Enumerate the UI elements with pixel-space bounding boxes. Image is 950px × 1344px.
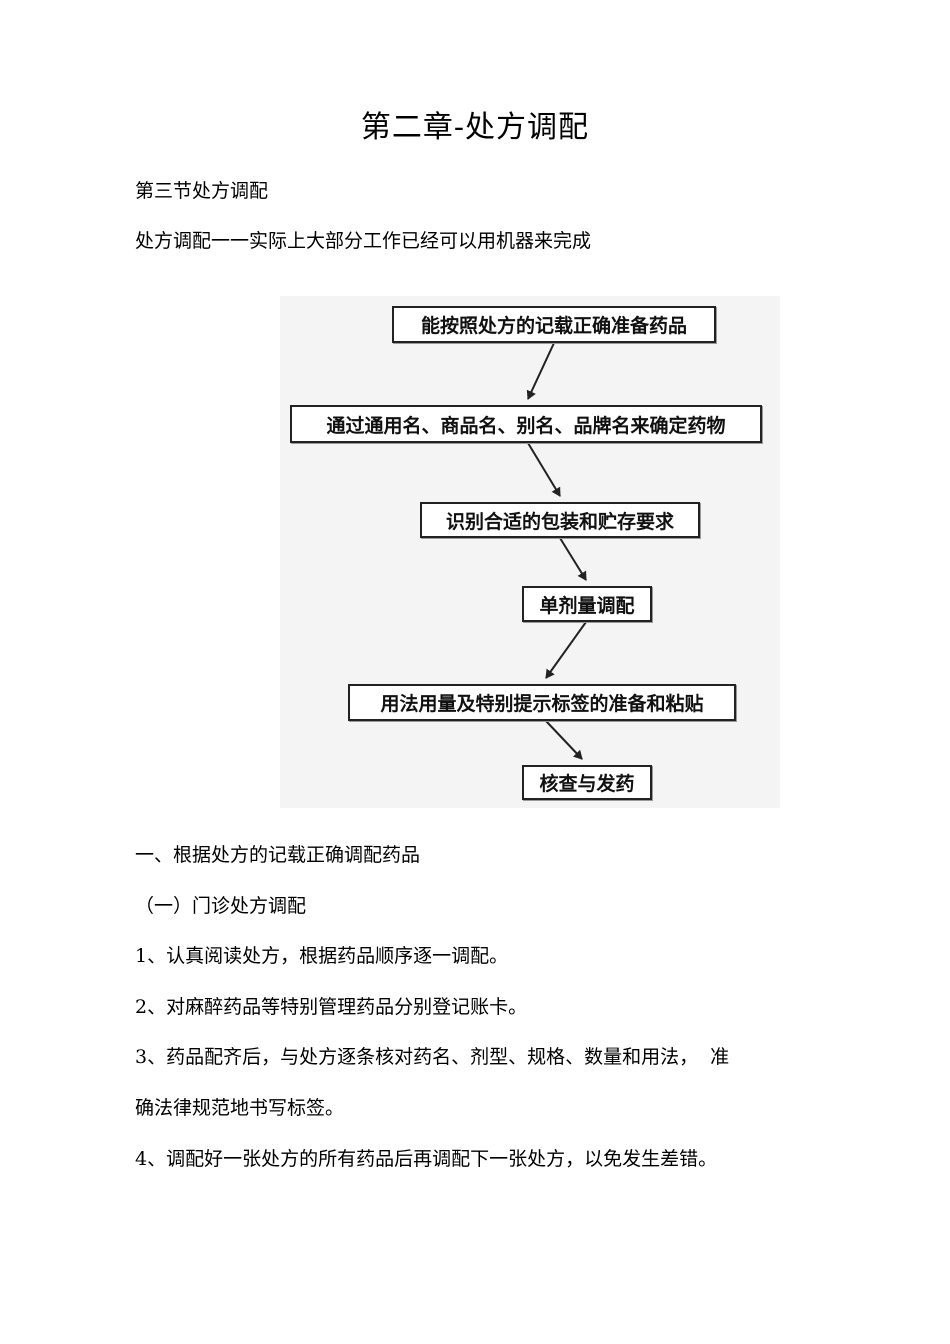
arrow-2-3 — [527, 442, 561, 497]
page-title: 第二章-处方调配 — [360, 110, 590, 145]
arrow-5-6 — [545, 720, 583, 760]
flowchart-arrows — [526, 342, 587, 760]
list-item-1: 1、认真阅读处方，根据药品顺序逐一调配。 — [135, 945, 509, 967]
intro-text: 处方调配一一实际上大部分工作已经可以用机器来完成 — [135, 230, 592, 252]
arrow-4-5 — [545, 621, 587, 679]
flow-step-6: 核查与发药 — [522, 765, 652, 800]
flow-step-5: 用法用量及特别提示标签的准备和粘贴 — [348, 684, 736, 721]
section-heading: 第三节处方调配 — [135, 180, 269, 202]
heading-2: （一）门诊处方调配 — [135, 895, 307, 917]
arrow-1-2 — [526, 342, 555, 400]
flowchart: 能按照处方的记载正确准备药品 通过通用名、商品名、别名、品牌名来确定药物 识别合… — [280, 296, 780, 808]
flow-step-1: 能按照处方的记载正确准备药品 — [392, 306, 716, 343]
flow-step-4: 单剂量调配 — [522, 586, 652, 622]
flow-step-3: 识别合适的包装和贮存要求 — [420, 502, 700, 538]
list-item-3-line-2: 确法律规范地书写标签。 — [135, 1097, 345, 1119]
list-item-4: 4、调配好一张处方的所有药品后再调配下一张处方，以免发生差错。 — [135, 1148, 718, 1170]
flow-step-2: 通过通用名、商品名、别名、品牌名来确定药物 — [290, 405, 762, 443]
heading-1: 一、根据处方的记载正确调配药品 — [135, 844, 421, 866]
list-item-2: 2、对麻醉药品等特别管理药品分别登记账卡。 — [135, 996, 528, 1018]
arrow-3-4 — [559, 537, 587, 581]
list-item-3-line-1: 3、药品配齐后，与处方逐条核对药名、剂型、规格、数量和用法， 准 — [135, 1046, 730, 1068]
